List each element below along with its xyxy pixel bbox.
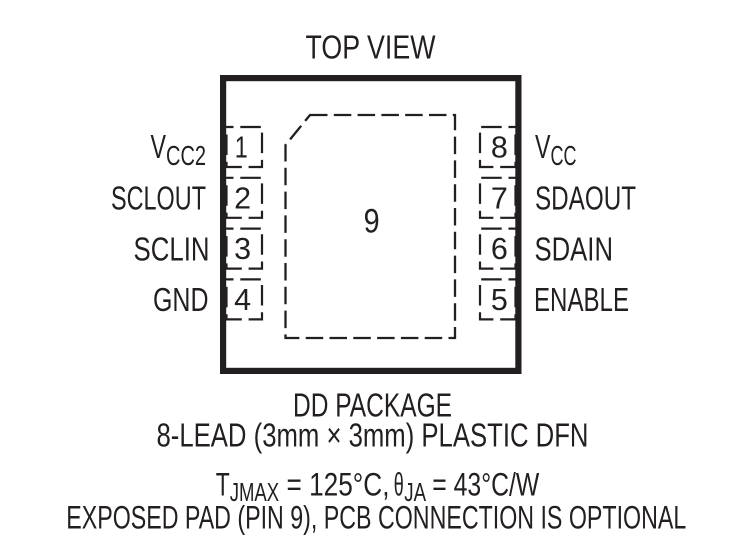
svg-text:GND: GND — [153, 281, 209, 318]
svg-text:θ: θ — [394, 467, 404, 503]
svg-text:1: 1 — [235, 131, 248, 165]
svg-text:ENABLE: ENABLE — [534, 281, 629, 318]
svg-text:5: 5 — [491, 283, 508, 317]
svg-text:V: V — [151, 128, 167, 165]
svg-text:JA: JA — [404, 479, 426, 507]
svg-text:EXPOSED PAD (PIN 9), PCB CONNE: EXPOSED PAD (PIN 9), PCB CONNECTION IS O… — [66, 500, 686, 536]
svg-text:8: 8 — [491, 131, 508, 165]
svg-text:DD PACKAGE: DD PACKAGE — [293, 386, 452, 423]
svg-text:3: 3 — [234, 232, 251, 266]
svg-text:9: 9 — [364, 203, 380, 241]
svg-text:V: V — [535, 128, 551, 165]
svg-text:CC: CC — [551, 140, 577, 171]
svg-text:TOP VIEW: TOP VIEW — [306, 29, 437, 66]
svg-text:SCLIN: SCLIN — [134, 230, 210, 267]
svg-text:T: T — [216, 467, 230, 503]
svg-text:7: 7 — [491, 181, 508, 215]
svg-text:CC2: CC2 — [166, 140, 206, 171]
svg-text:8-LEAD (3mm × 3mm) PLASTIC DFN: 8-LEAD (3mm × 3mm) PLASTIC DFN — [157, 416, 589, 453]
svg-text:2: 2 — [234, 181, 251, 215]
svg-text:4: 4 — [234, 283, 251, 317]
svg-text:SDAOUT: SDAOUT — [535, 179, 636, 216]
svg-text:= 125°C,: = 125°C, — [287, 467, 390, 503]
svg-text:SDAIN: SDAIN — [535, 230, 614, 267]
svg-text:= 43°C/W: = 43°C/W — [432, 467, 540, 503]
svg-text:6: 6 — [491, 232, 508, 266]
svg-text:JMAX: JMAX — [230, 479, 280, 507]
svg-text:SCLOUT: SCLOUT — [111, 179, 206, 216]
